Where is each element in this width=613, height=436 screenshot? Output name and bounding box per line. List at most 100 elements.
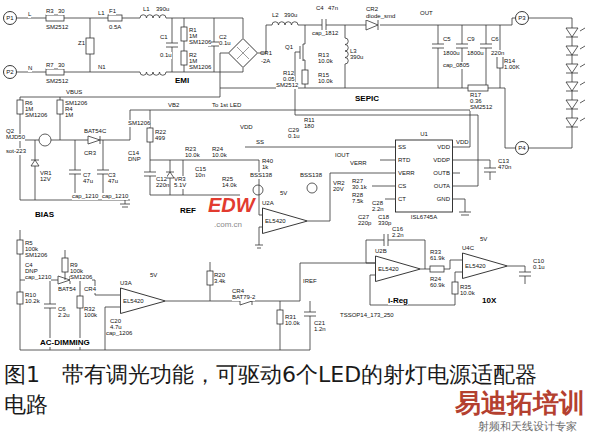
part-label: 10n (195, 172, 205, 179)
op-amp: U3AEL5420 (120, 280, 166, 314)
part-label: 0.1u (288, 133, 300, 140)
watermark: 易迪拓培训 (455, 388, 585, 418)
part-label: cap_1206 (106, 330, 132, 337)
part-label: 390u (156, 6, 169, 13)
pin-label: SS (398, 144, 406, 151)
part-name: U4C (462, 245, 474, 252)
part-name: P4 (515, 145, 529, 152)
part-name: P1 (3, 15, 17, 22)
part-label: SM1206 (70, 274, 92, 281)
part-label: -2A (261, 58, 270, 65)
part-label: SM1206 (128, 120, 150, 127)
controller-ic: U1SSRTDVERRCSCTVDDVDDPOUTBOUTAGNDISL6745… (395, 130, 453, 226)
part-label: 47u (83, 178, 93, 185)
connector-terminal: P4 (515, 141, 529, 155)
part-label: 499 (155, 135, 165, 142)
part-name: U2B (375, 248, 387, 255)
section-label: SEPIC (355, 94, 379, 103)
part-label: 100k (84, 312, 97, 319)
part-label: 1800u (467, 50, 484, 57)
part-label: 390u (284, 12, 297, 19)
part-label: 12V (40, 176, 51, 183)
part-label: 10.0k (185, 152, 200, 159)
part-label: SM2512 (470, 104, 492, 111)
part-label: 0.1u (160, 52, 172, 59)
part-label: BSS138 (250, 172, 272, 179)
part-label: 47u (108, 178, 118, 185)
part-label: 330p (378, 220, 391, 227)
part-label: 1k (262, 164, 268, 171)
part-label: 220n (491, 50, 504, 57)
part-label: Z1 (78, 40, 85, 47)
part-label: 0.1u (533, 264, 545, 271)
part-label: 10.0k (212, 152, 227, 159)
part-label: 60.9k (430, 282, 445, 289)
part-label: 1.00K (504, 64, 520, 71)
part-label: 5V (480, 236, 487, 243)
pin-label: ISL6745A (395, 214, 453, 221)
part-name: U2A (262, 200, 274, 207)
part-label: 5V (150, 272, 157, 279)
section-label: AC-DIMMING (40, 338, 90, 347)
part-label: VERR (350, 160, 367, 167)
part-label: cap_1210 (72, 193, 98, 200)
part-label: SM1206 (189, 39, 211, 46)
part-label: SM1206 (25, 112, 47, 119)
part-label: 61.9k (430, 255, 445, 262)
op-amp: U2A EL5420 (262, 200, 308, 234)
part-name: P3 (515, 15, 529, 22)
part-label: 1.2n (314, 326, 326, 333)
part-label: 30 (58, 62, 65, 69)
part-label: SM1206 (189, 64, 211, 71)
pin-label: GND (437, 196, 450, 203)
part-label: 390u (350, 54, 363, 61)
part-label: L2 (272, 12, 279, 19)
pin-label: EL5420 (265, 218, 286, 225)
part-label: 10.2k (25, 298, 40, 305)
part-label: SM2512 (276, 82, 298, 89)
part-name: P2 (3, 69, 17, 76)
part-label: 1800u (443, 50, 460, 57)
part-label: 5.1V (174, 182, 186, 189)
part-label: N1 (98, 64, 106, 71)
part-label: VB2 (168, 102, 179, 109)
part-label: 0.5A (109, 24, 121, 31)
part-name: CR1 (260, 50, 272, 57)
op-amp: U4C EL5420 (462, 245, 508, 279)
part-name: U3A (120, 280, 132, 287)
section-label: i-Reg (388, 296, 408, 305)
part-label: 7.5k (352, 198, 363, 205)
part-label: F1 (109, 8, 116, 15)
part-label: cap_1812 (312, 30, 338, 37)
part-label: IREF (303, 278, 317, 285)
part-label: 10.0k (318, 58, 333, 65)
part-label: VDD (456, 139, 469, 146)
part-label: 2.2n (392, 232, 404, 239)
watermark: .com.cn (214, 220, 242, 229)
part-label: Q1 (285, 44, 293, 51)
part-label: BAT54 (58, 286, 76, 293)
part-label: OUT (420, 10, 433, 17)
part-label: N (28, 65, 32, 72)
pin-label: RTD (398, 157, 410, 164)
part-label: R7 (46, 62, 54, 69)
pin-label: VDD (437, 144, 450, 151)
part-label: BAT54C (84, 128, 106, 135)
part-label: C9 (467, 36, 475, 43)
part-label: SS (256, 139, 264, 146)
part-label: BSS138 (300, 172, 322, 179)
part-label: 1M (65, 112, 73, 119)
part-label: C1 (160, 34, 168, 41)
part-label: 10.0k (285, 320, 300, 327)
part-label: SM2512 (46, 24, 68, 31)
part-label: 10.0k (460, 290, 475, 297)
part-label: IOUT (335, 152, 349, 159)
part-label: R3 (46, 8, 54, 15)
watermark: 射频和天线设计专家 (478, 420, 577, 433)
section-label: 10X (482, 296, 496, 305)
part-label: BAT79-2 (232, 294, 255, 301)
part-label: CR2 (366, 6, 378, 13)
pin-label: EL5420 (465, 263, 486, 270)
connector-terminal: P3 (515, 11, 529, 25)
